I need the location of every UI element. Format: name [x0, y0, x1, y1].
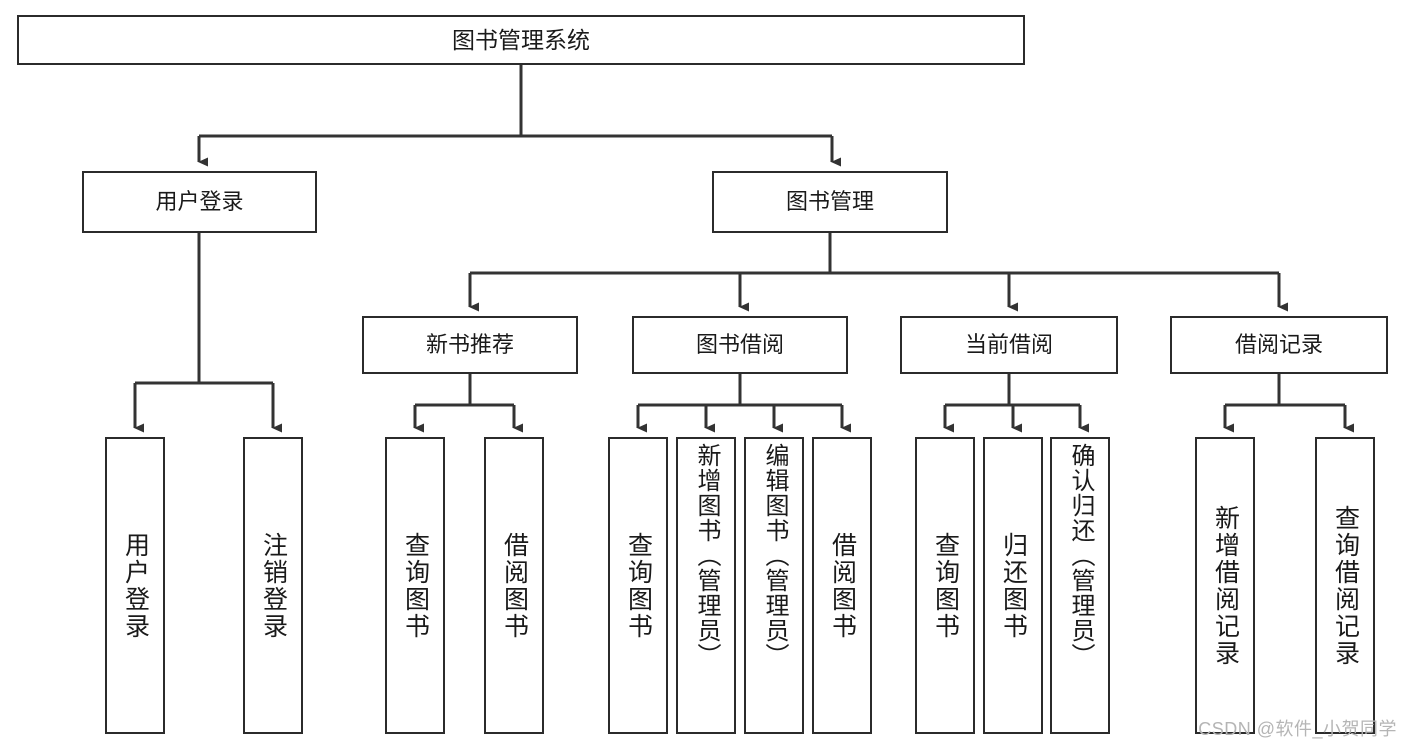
node-leaf-borrow-book-rec[interactable]: 借阅图书 — [484, 437, 544, 734]
node-leaf-query-book-current[interactable]: 查询图书 — [915, 437, 975, 734]
node-new-book-recommend-label: 新书推荐 — [425, 332, 514, 358]
node-leaf-add-book-admin[interactable]: 新增图书（管理员） — [676, 437, 736, 734]
node-leaf-confirm-return-admin[interactable]: 确认归还（管理员） — [1050, 437, 1110, 734]
node-borrow-record-label: 借阅记录 — [1234, 332, 1323, 358]
node-book-manage[interactable]: 图书管理 — [712, 171, 948, 233]
node-leaf-borrow-book-label: 借阅图书 — [828, 531, 857, 640]
node-leaf-borrow-book-rec-label: 借阅图书 — [500, 531, 529, 640]
node-leaf-borrow-book[interactable]: 借阅图书 — [812, 437, 872, 734]
node-leaf-query-borrow-record-label: 查询借阅记录 — [1331, 504, 1360, 667]
node-leaf-query-book-borrow-label: 查询图书 — [624, 531, 653, 640]
node-borrow-record[interactable]: 借阅记录 — [1170, 316, 1388, 374]
node-leaf-query-book-rec-label: 查询图书 — [401, 531, 430, 640]
watermark-text: CSDN @软件_小贺同学 — [1198, 719, 1397, 739]
node-leaf-query-book-current-label: 查询图书 — [931, 531, 960, 640]
node-leaf-add-borrow-record-label: 新增借阅记录 — [1211, 504, 1240, 667]
node-book-borrow[interactable]: 图书借阅 — [632, 316, 848, 374]
node-leaf-query-borrow-record[interactable]: 查询借阅记录 — [1315, 437, 1375, 734]
node-root[interactable]: 图书管理系统 — [17, 15, 1025, 65]
node-leaf-add-book-admin-label: 新增图书（管理员） — [693, 443, 720, 668]
node-leaf-user-login-label: 用户登录 — [121, 531, 150, 640]
node-user-login-label: 用户登录 — [155, 189, 244, 215]
node-leaf-return-book-label: 归还图书 — [999, 531, 1028, 640]
node-leaf-user-logout-label: 注销登录 — [259, 531, 288, 640]
node-leaf-edit-book-admin-label: 编辑图书（管理员） — [761, 443, 788, 668]
node-leaf-query-book-rec[interactable]: 查询图书 — [385, 437, 445, 734]
node-root-label: 图书管理系统 — [452, 26, 590, 53]
node-leaf-user-logout[interactable]: 注销登录 — [243, 437, 303, 734]
node-new-book-recommend[interactable]: 新书推荐 — [362, 316, 578, 374]
node-book-manage-label: 图书管理 — [785, 189, 874, 215]
node-leaf-user-login[interactable]: 用户登录 — [105, 437, 165, 734]
node-current-borrow[interactable]: 当前借阅 — [900, 316, 1118, 374]
node-leaf-return-book[interactable]: 归还图书 — [983, 437, 1043, 734]
node-leaf-confirm-return-admin-label: 确认归还（管理员） — [1067, 443, 1094, 668]
node-leaf-edit-book-admin[interactable]: 编辑图书（管理员） — [744, 437, 804, 734]
node-leaf-query-book-borrow[interactable]: 查询图书 — [608, 437, 668, 734]
node-user-login[interactable]: 用户登录 — [82, 171, 317, 233]
node-leaf-add-borrow-record[interactable]: 新增借阅记录 — [1195, 437, 1255, 734]
node-current-borrow-label: 当前借阅 — [964, 332, 1053, 358]
node-book-borrow-label: 图书借阅 — [695, 332, 784, 358]
